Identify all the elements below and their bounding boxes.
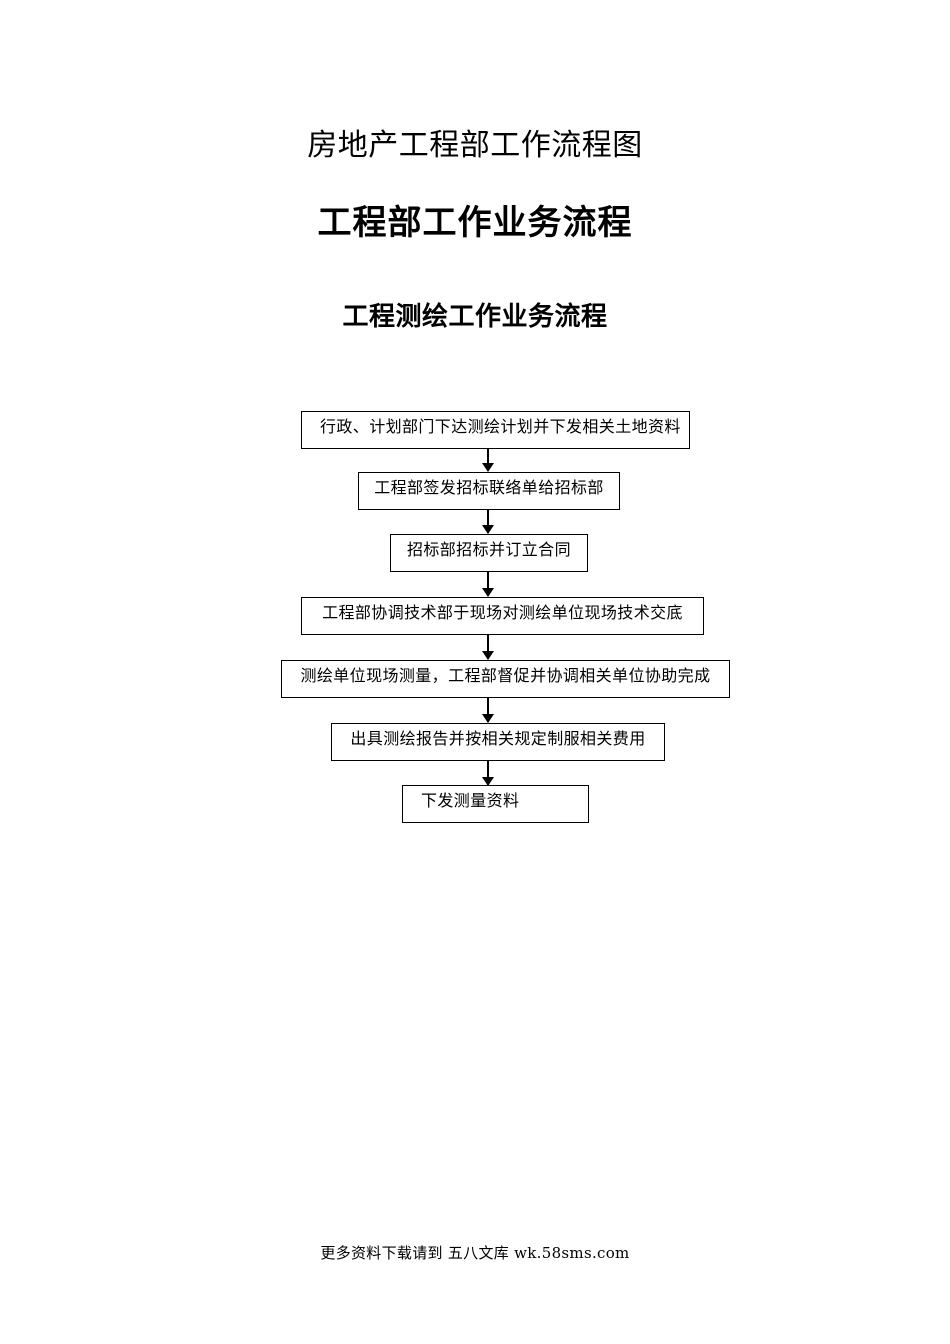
arrow-down-icon bbox=[482, 714, 494, 723]
flowchart-node-7-label: 下发测量资料 bbox=[421, 791, 520, 810]
flowchart-node-1[interactable]: 行政、计划部门下达测绘计划并下发相关土地资料 bbox=[301, 411, 690, 449]
flowchart-connector-1-2 bbox=[487, 449, 489, 471]
document-section-title: 工程部工作业务流程 bbox=[317, 203, 633, 243]
document-subsection-title: 工程测绘工作业务流程 bbox=[342, 302, 608, 332]
flowchart-connector-6-7 bbox=[487, 761, 489, 785]
flowchart-node-7[interactable]: 下发测量资料 bbox=[402, 785, 589, 823]
arrow-down-icon bbox=[482, 525, 494, 534]
flowchart-node-2[interactable]: 工程部签发招标联络单给招标部 bbox=[358, 472, 620, 510]
flowchart-node-4-label: 工程部协调技术部于现场对测绘单位现场技术交底 bbox=[322, 603, 683, 622]
flowchart-connector-3-4 bbox=[487, 572, 489, 596]
arrow-down-icon bbox=[482, 777, 494, 786]
flowchart-node-4[interactable]: 工程部协调技术部于现场对测绘单位现场技术交底 bbox=[301, 597, 704, 635]
flowchart-connector-5-6 bbox=[487, 698, 489, 722]
document-main-title: 房地产工程部工作流程图 bbox=[307, 128, 643, 163]
flowchart-connector-2-3 bbox=[487, 510, 489, 533]
page-footer: 更多资料下载请到 五八文库 wk.58sms.com bbox=[320, 1244, 630, 1262]
flowchart-node-5[interactable]: 测绘单位现场测量，工程部督促并协调相关单位协助完成 bbox=[281, 660, 730, 698]
flowchart-node-6[interactable]: 出具测绘报告并按相关规定制服相关费用 bbox=[331, 723, 665, 761]
arrow-down-icon bbox=[482, 588, 494, 597]
arrow-down-icon bbox=[482, 651, 494, 660]
flowchart-node-1-label: 行政、计划部门下达测绘计划并下发相关土地资料 bbox=[320, 417, 681, 436]
flowchart-node-3-label: 招标部招标并订立合同 bbox=[406, 540, 571, 559]
flowchart-connector-4-5 bbox=[487, 635, 489, 659]
flowchart-node-3[interactable]: 招标部招标并订立合同 bbox=[390, 534, 588, 572]
arrow-down-icon bbox=[482, 463, 494, 472]
flowchart-node-5-label: 测绘单位现场测量，工程部督促并协调相关单位协助完成 bbox=[300, 666, 711, 685]
flowchart-node-6-label: 出具测绘报告并按相关规定制服相关费用 bbox=[350, 729, 646, 748]
flowchart-node-2-label: 工程部签发招标联络单给招标部 bbox=[374, 478, 604, 497]
